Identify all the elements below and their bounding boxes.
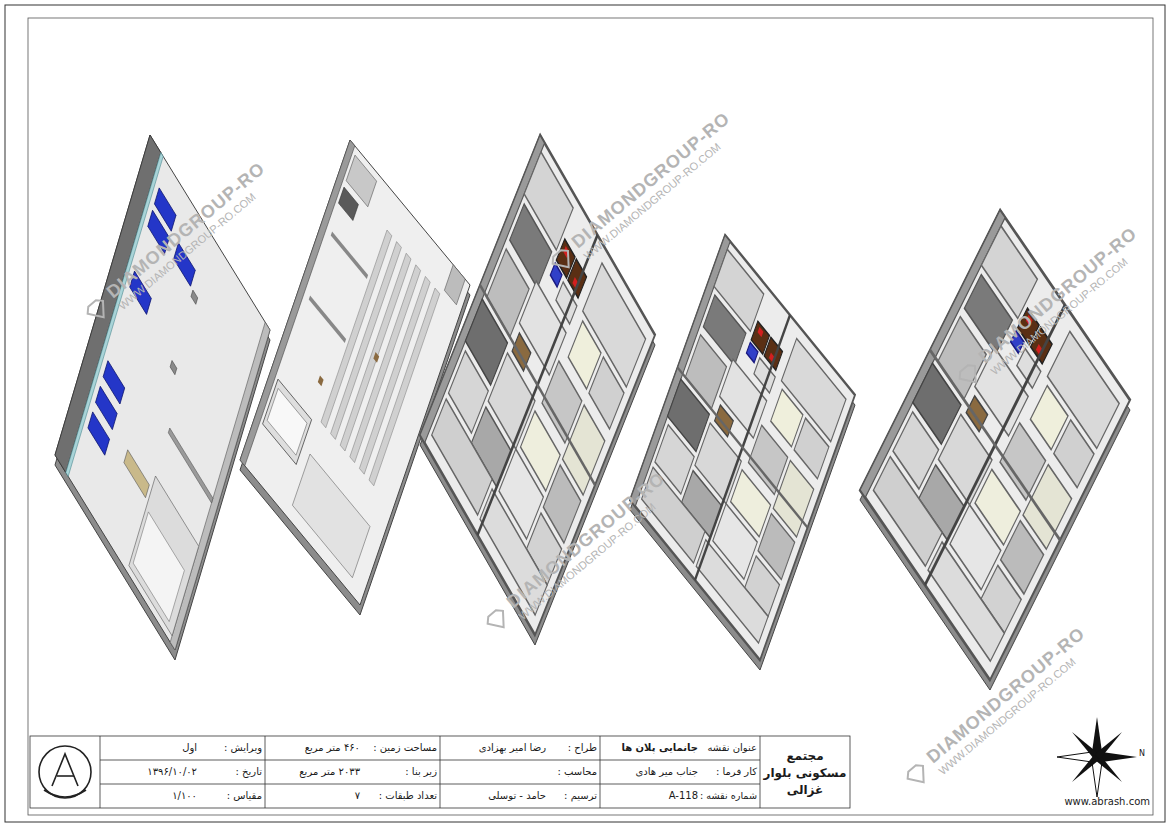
title-block-cell: ویرایش : xyxy=(200,741,262,755)
watermark: DIAMONDGROUP-ROWWW.DIAMONDGROUP-RO.COM xyxy=(923,623,1097,777)
watermark-text: DIAMONDGROUP-RO xyxy=(975,223,1142,368)
watermark-url: WWW.DIAMONDGROUP-RO.COM xyxy=(988,239,1149,377)
title-block-cell: شماره نقشه : xyxy=(700,789,757,803)
title-block-cell: کار فرما : xyxy=(700,765,757,779)
title-block-cell: ۷ xyxy=(268,789,360,803)
title-block-cell: تاریخ : xyxy=(200,765,262,779)
title-block-cell: اول xyxy=(105,741,197,755)
watermark-text: DIAMONDGROUP-RO xyxy=(923,623,1090,768)
watermark-logo xyxy=(546,244,580,278)
title-block-cell: مقیاس : xyxy=(200,789,262,803)
title-block-cell: جناب میر هادی xyxy=(603,765,698,779)
title-block-cell: جانمایی پلان ها xyxy=(603,741,698,755)
title-block-cell: تعداد طبقات : xyxy=(362,789,437,803)
title-block-cell: حامد - توسلی xyxy=(443,789,546,803)
watermark: DIAMONDGROUP-ROWWW.DIAMONDGROUP-RO.COM xyxy=(103,158,277,312)
office-logo xyxy=(39,746,91,798)
title-block-cell: ۴۶۰ متر مربع xyxy=(268,741,360,755)
watermark-text: DIAMONDGROUP-RO xyxy=(503,468,670,613)
watermark-url: WWW.DIAMONDGROUP-RO.COM xyxy=(936,639,1097,777)
floor-plan xyxy=(630,235,855,670)
watermark-logo xyxy=(953,359,987,393)
watermark-logo xyxy=(901,759,935,793)
watermark-text: DIAMONDGROUP-RO xyxy=(568,108,735,253)
watermark-url: WWW.DIAMONDGROUP-RO.COM xyxy=(116,174,277,312)
title-block-cell: رضا امیر بهزادی xyxy=(443,741,546,755)
watermark: DIAMONDGROUP-ROWWW.DIAMONDGROUP-RO.COM xyxy=(975,223,1149,377)
title-block-cell: مساحت زمین : xyxy=(362,741,437,755)
watermark-text: DIAMONDGROUP-RO xyxy=(103,158,270,303)
sheet-frame xyxy=(28,18,1153,815)
north-arrow xyxy=(1057,717,1137,797)
sheet-border xyxy=(5,5,1165,822)
ground-plan xyxy=(240,140,470,615)
title-block-cell: محاسب : xyxy=(548,765,597,779)
title-block-cell: A-118 xyxy=(603,789,698,803)
title-block-cell: ترسیم : xyxy=(548,789,597,803)
watermark-logo xyxy=(481,604,515,638)
title-block-cell: زیر بنا : xyxy=(362,765,437,779)
watermark: DIAMONDGROUP-ROWWW.DIAMONDGROUP-RO.COM xyxy=(568,108,742,262)
watermark-url: WWW.DIAMONDGROUP-RO.COM xyxy=(516,484,677,622)
website: www.abrash.com xyxy=(1060,796,1150,807)
title-block xyxy=(30,736,850,808)
title-block-cell: عنوان نقشه xyxy=(700,741,757,755)
title-block-cell: ۲۰۳۳ متر مربع xyxy=(268,765,360,779)
title-block-cell: طراح : xyxy=(548,741,597,755)
watermark-url: WWW.DIAMONDGROUP-RO.COM xyxy=(581,124,742,262)
watermark-logo xyxy=(81,294,115,328)
project-title: مجتمع مسکونی بلوار غزالی xyxy=(762,748,848,798)
north-label: N xyxy=(1139,749,1145,758)
title-block-cell: ۱/۱۰۰ xyxy=(105,789,197,803)
watermark: DIAMONDGROUP-ROWWW.DIAMONDGROUP-RO.COM xyxy=(503,468,677,622)
title-block-cell: ۱۳۹۶/۱۰/۰۲ xyxy=(105,765,197,779)
